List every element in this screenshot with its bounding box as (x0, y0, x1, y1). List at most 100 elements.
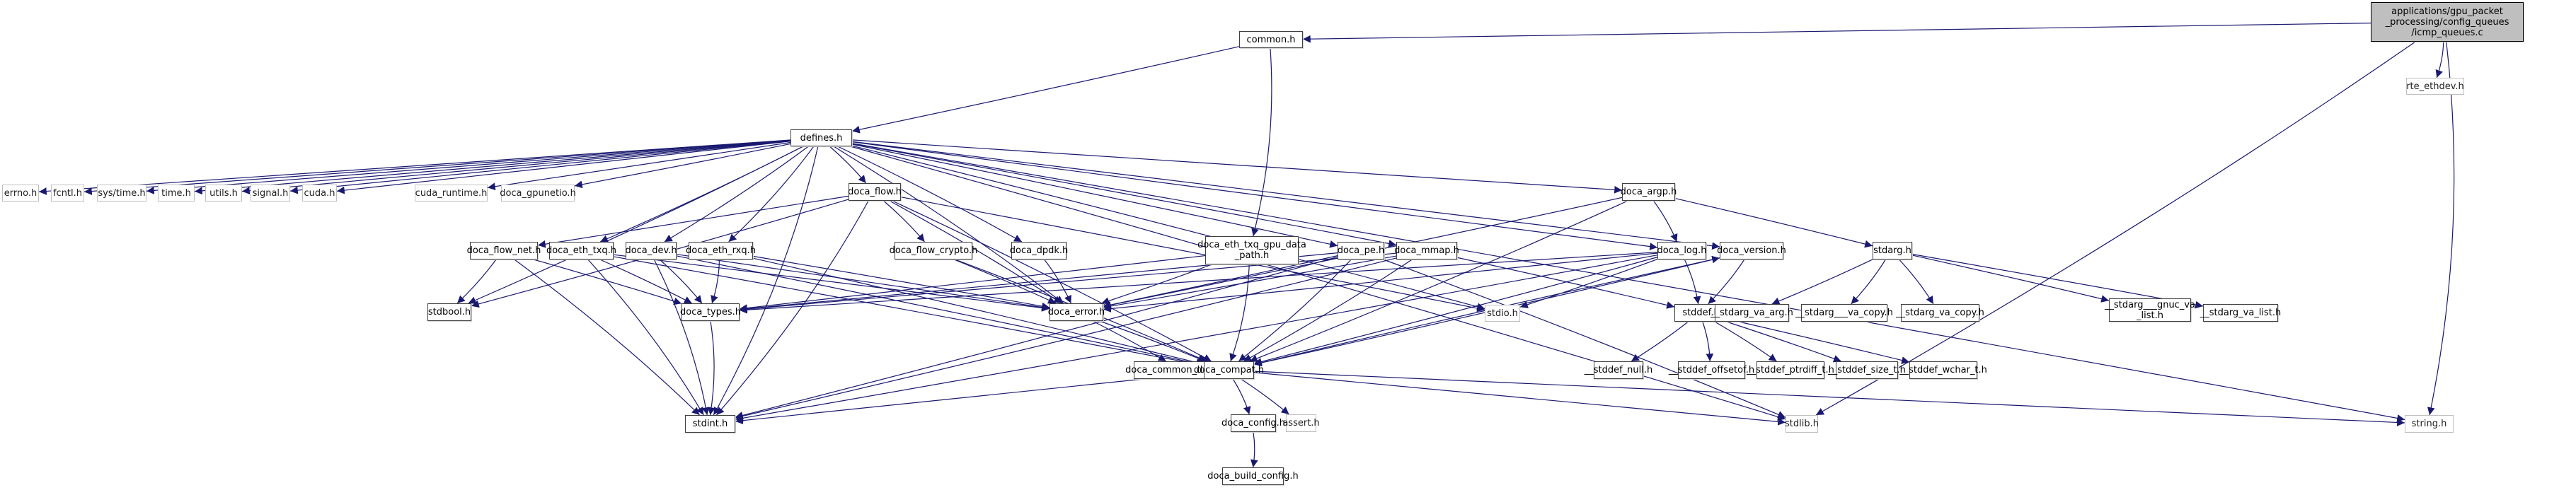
node-doca-compat[interactable]: doca_compat.h (1194, 361, 1264, 379)
edge-stddef-to-stddef_ptrdiff (1714, 321, 1777, 362)
edge-doca_eth_txq-to-doca_types (599, 259, 693, 304)
edge-doca_flow_crypto-to-doca_error (953, 259, 1057, 304)
node-common[interactable]: common.h (1239, 31, 1303, 48)
node-doca-log[interactable]: doca_log.h (1657, 242, 1707, 259)
edge-doca_flow_net-to-stdbool (456, 259, 497, 304)
edge-doca_eth_txq-to-doca_compat (613, 256, 1204, 368)
node-doca-config[interactable]: doca_config.h (1221, 414, 1285, 432)
node-va-copy[interactable]: __stdarg_va_copy.h (1896, 304, 1984, 322)
node-assert: assert.h (1282, 414, 1320, 432)
node-doca-mmap[interactable]: doca_mmap.h (1394, 242, 1459, 259)
edge-defines-to-cuda (336, 141, 791, 194)
edge-doca_flow-to-doca_compat (892, 200, 1212, 362)
edge-defines-to-string (851, 143, 2405, 422)
node-stdbool[interactable]: stdbool.h (427, 303, 471, 321)
edge-root-to-string (2427, 41, 2455, 416)
node-doca-pe[interactable]: doca_pe.h (1338, 242, 1384, 259)
node-va-list[interactable]: __stdarg_va_list.h (2200, 304, 2281, 322)
node-stddef-wchar[interactable]: __stddef_wchar_t.h (1899, 361, 1987, 379)
edge-doca_eth_txq-to-doca_error (613, 254, 1050, 312)
node-stdlib: stdlib.h (1785, 415, 1819, 433)
node-va-arg[interactable]: __stdarg_va_arg.h (1710, 304, 1793, 322)
node-systime: sys/time.h (97, 185, 146, 202)
edge-defines-to-doca_eth_txq (599, 146, 804, 243)
edge-doca_dev-to-stdint (653, 259, 710, 416)
node-gnuc-va-list[interactable]: __stdarg___gnuc_va _list.h (2105, 298, 2195, 322)
edge-defines-to-doca_error (833, 146, 1064, 304)
node-doca-flow-crypto[interactable]: doca_flow_crypto.h (890, 242, 977, 259)
edge-doca_dev-to-doca_types (659, 259, 703, 304)
node-fcntl: fcntl.h (51, 185, 84, 202)
node-doca-eth-rxq[interactable]: doca_eth_rxq.h (686, 242, 756, 259)
edge-doca_pe-to-stdlib (1383, 259, 1786, 419)
edge-defines-to-signal (289, 140, 791, 194)
edge-stdarg-to-va_arg (1771, 259, 1873, 305)
node-stddef-offsetof[interactable]: __stddef_offsetof.h (1669, 361, 1754, 379)
edge-doca_log-to-stddef (1684, 259, 1701, 305)
edge-doca_compat-to-stdlib (1253, 372, 1786, 426)
edge-doca_log-to-doca_types (739, 252, 1658, 314)
node-doca-version[interactable]: doca_version.h (1717, 242, 1786, 259)
node-doca-dev[interactable]: doca_dev.h (625, 242, 677, 259)
edge-stdarg-to-va_copy2 (1851, 259, 1886, 305)
edge-doca_flow_net-to-doca_types (533, 259, 682, 305)
node-doca-argp[interactable]: doca_argp.h (1621, 183, 1677, 201)
edge-defines-to-doca_dpdk (837, 146, 1023, 243)
edge-doca_mmap-to-doca_compat (1243, 259, 1413, 362)
edge-defines-to-stdbool (468, 146, 804, 304)
edge-doca_types-to-stdint (707, 320, 715, 416)
edge-defines-to-errno (38, 139, 791, 195)
edge-doca_version-to-stddef (1708, 259, 1745, 305)
node-rte-ethdev: rte_ethdev.h (2406, 78, 2464, 95)
edge-doca_log-to-stdint (735, 255, 1658, 422)
edge-defines-to-doca_gpunetio (574, 143, 791, 189)
edge-doca_argp-to-doca_log (1653, 200, 1678, 243)
edge-doca_mmap-to-stdint (735, 257, 1397, 420)
node-defines[interactable]: defines.h (790, 129, 852, 146)
node-va-copy2[interactable]: __stdarg___va_copy.h (1795, 304, 1893, 322)
edge-doca_error-to-doca_compat (1099, 320, 1206, 362)
node-doca-build-config[interactable]: doca_build_config.h (1207, 467, 1299, 485)
edge-doca_compat-to-doca_version (1253, 255, 1720, 365)
node-doca-dpdk[interactable]: doca_dpdk.h (1010, 242, 1068, 259)
edge-stddef-to-stddef_null (1631, 321, 1689, 362)
edge-defines-to-doca_flow (829, 146, 867, 184)
edge-defines-to-fcntl (84, 139, 791, 195)
node-stddef-size[interactable]: __stddef_size_t.h (1828, 361, 1906, 379)
node-doca-flow-net[interactable]: doca_flow_net.h (467, 242, 541, 259)
edge-doca_log-to-stdio (1519, 258, 1658, 309)
edge-doca_flow-to-stdio (900, 197, 1485, 313)
edge-stddef-to-stddef_wchar (1727, 318, 1910, 364)
edge-root-to-stdlib (1815, 41, 2416, 416)
node-root[interactable]: applications/gpu_packet _processing/conf… (2371, 2, 2524, 42)
node-doca-flow[interactable]: doca_flow.h (848, 183, 902, 201)
node-cuda-runtime: cuda_runtime.h (415, 185, 488, 202)
node-errno: errno.h (2, 185, 39, 202)
edge-doca_compat-to-string (1253, 371, 2405, 426)
node-stdio: stdio.h (1485, 305, 1520, 322)
edge-doca_compat-to-doca_config (1232, 378, 1251, 415)
node-doca-eth-txq-gpu[interactable]: doca_eth_txq_gpu_data _path.h (1197, 236, 1306, 264)
node-stddef-null[interactable]: __stddef_null.h (1585, 361, 1652, 379)
edge-defines-to-doca_mmap (851, 143, 1397, 247)
node-doca-error[interactable]: doca_error.h (1048, 303, 1105, 321)
edge-common-to-defines (851, 46, 1240, 134)
node-stdint[interactable]: stdint.h (685, 415, 735, 433)
edge-defines-to-systime (146, 139, 791, 194)
edge-doca_mmap-to-doca_types (739, 252, 1397, 313)
node-stdarg[interactable]: stdarg.h (1873, 242, 1912, 259)
edge-doca_flow-to-doca_flow_net (537, 195, 849, 248)
node-stddef-ptrdiff[interactable]: __stddef_ptrdiff_t.h (1747, 361, 1834, 379)
edge-defines-to-stdint (713, 146, 819, 416)
edge-doca_eth_txq-to-stdint (587, 259, 704, 416)
edge-doca_config-to-doca_build_config (1250, 431, 1258, 468)
edge-defines-to-doca_eth_rxq (728, 146, 815, 243)
edge-doca_argp-to-stdarg (1674, 197, 1873, 248)
edge-defines-to-doca_version (851, 141, 1720, 250)
edge-doca_dev-to-doca_error (676, 254, 1050, 311)
edge-stdarg-to-gnuc_va_list (1911, 255, 2110, 303)
node-doca-eth-txq[interactable]: doca_eth_txq.h (546, 242, 616, 259)
node-cuda: cuda.h (302, 185, 337, 202)
node-doca-types[interactable]: doca_types.h (680, 303, 741, 321)
